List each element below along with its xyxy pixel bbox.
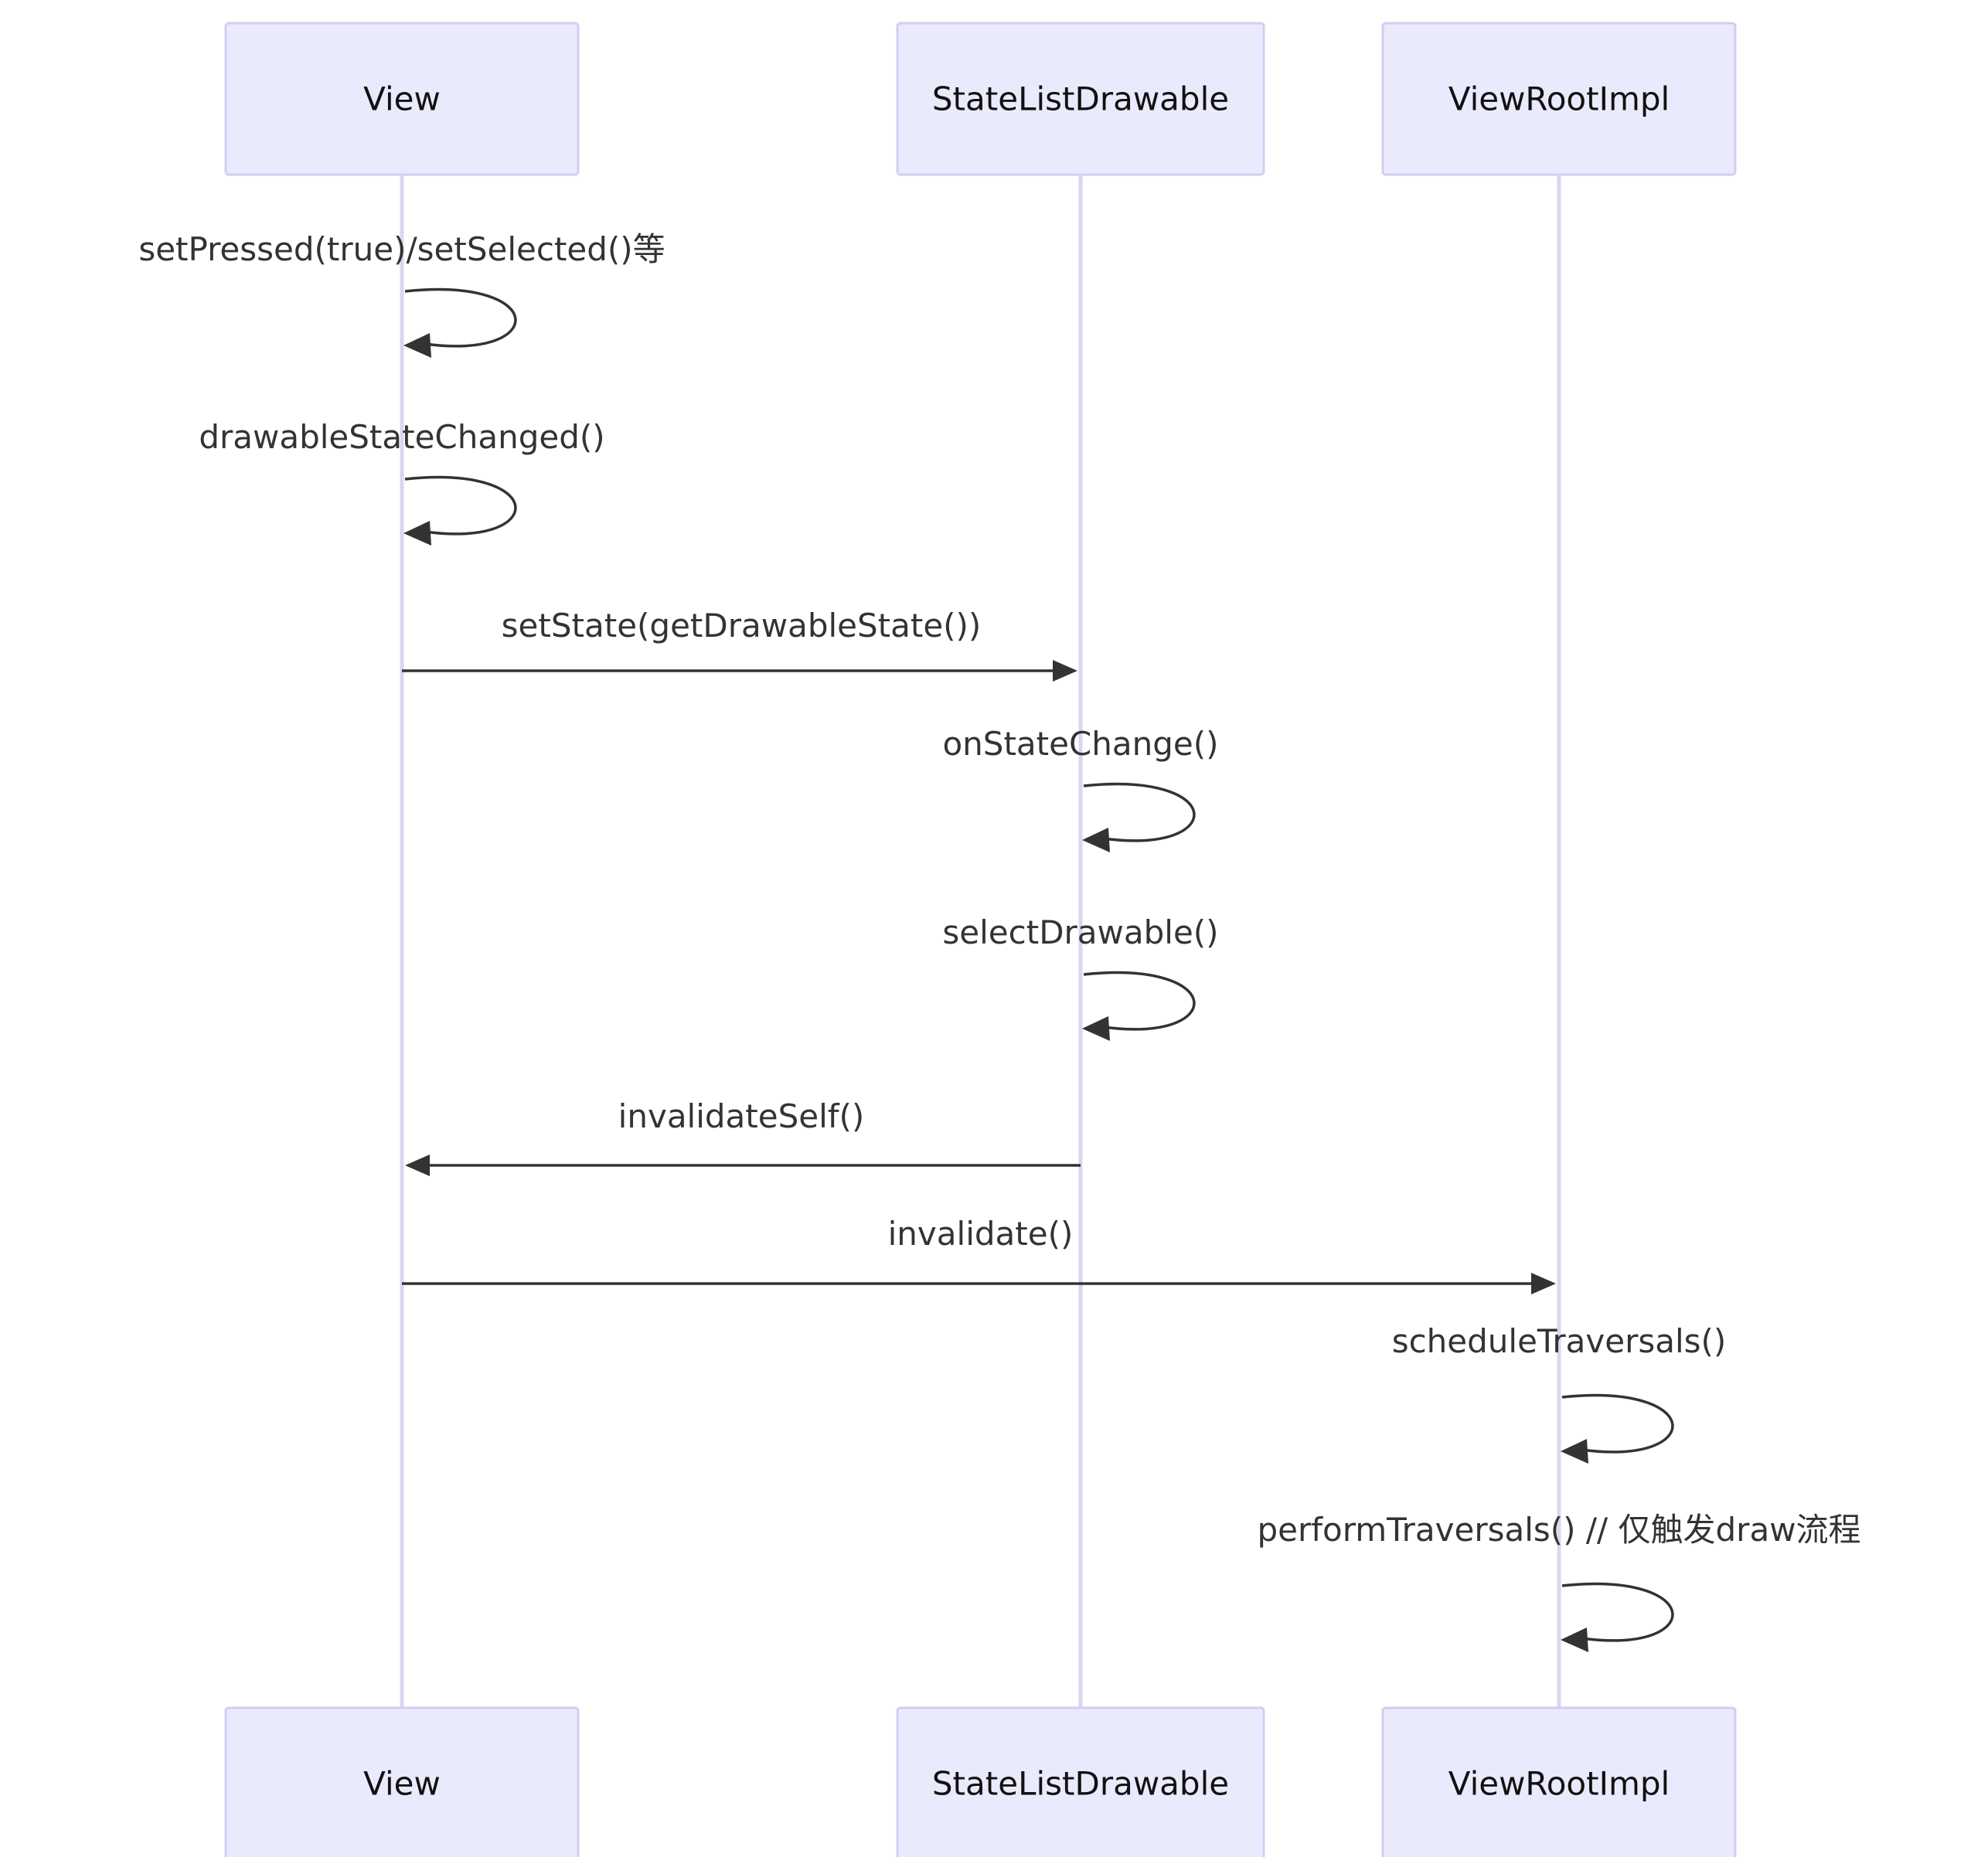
self-call-loop — [1083, 971, 1196, 1031]
participant-view-top: View — [224, 22, 580, 176]
message-label: setState(getDrawableState()) — [502, 607, 982, 645]
arrowhead — [403, 521, 431, 546]
message-label: scheduleTraversals() — [1392, 1322, 1727, 1360]
message-label: selectDrawable() — [942, 913, 1218, 951]
message-5: selectDrawable() — [942, 913, 1219, 1041]
participant-label: StateListDrawable — [932, 80, 1229, 118]
message-9: performTraversals() // 仅触发draw流程 — [1257, 1511, 1861, 1652]
message-label: invalidate() — [888, 1215, 1074, 1253]
participant-vri-top: ViewRootImpl — [1381, 22, 1737, 176]
participant-sld-bottom: StateListDrawable — [896, 1706, 1265, 1857]
message-label: onStateChange() — [942, 725, 1218, 763]
participant-label: ViewRootImpl — [1448, 80, 1670, 118]
message-1: setPressed(true)/setSelected()等 — [138, 230, 666, 358]
message-label: drawableStateChanged() — [199, 418, 604, 456]
participant-box — [1381, 22, 1737, 176]
participant-label: ViewRootImpl — [1448, 1765, 1670, 1803]
self-call-loop — [1561, 1582, 1674, 1642]
participant-box — [1381, 1706, 1737, 1857]
arrowhead — [1082, 828, 1110, 852]
participant-box — [224, 22, 580, 176]
arrowhead — [1531, 1273, 1556, 1294]
arrowhead — [405, 1155, 430, 1176]
participant-label: StateListDrawable — [932, 1765, 1229, 1803]
arrowhead — [1053, 660, 1077, 682]
arrowhead — [1082, 1016, 1110, 1041]
message-8: scheduleTraversals() — [1392, 1322, 1727, 1464]
self-call-loop — [404, 475, 517, 536]
message-3: setState(getDrawableState()) — [402, 607, 1077, 682]
participants-bottom: View StateListDrawable ViewRootImpl — [224, 1706, 1737, 1857]
participant-box — [896, 1706, 1265, 1857]
participant-box — [896, 22, 1265, 176]
participants-top: View StateListDrawable ViewRootImpl — [224, 22, 1737, 176]
lifelines — [400, 175, 1561, 1708]
participant-box — [224, 1706, 580, 1857]
message-label: setPressed(true)/setSelected()等 — [138, 230, 665, 268]
self-call-loop — [404, 287, 517, 348]
participant-view-bottom: View — [224, 1706, 580, 1857]
message-label: performTraversals() // 仅触发draw流程 — [1257, 1511, 1860, 1549]
participant-label: View — [363, 1765, 441, 1803]
arrowhead — [403, 333, 431, 358]
message-2: drawableStateChanged() — [199, 418, 605, 546]
message-6: invalidateSelf() — [405, 1097, 1081, 1176]
message-7: invalidate() — [402, 1215, 1556, 1294]
messages: setPressed(true)/setSelected()等 drawableS… — [138, 230, 1861, 1652]
participant-sld-top: StateListDrawable — [896, 22, 1265, 176]
arrowhead — [1561, 1627, 1588, 1652]
message-4: onStateChange() — [942, 725, 1219, 852]
message-label: invalidateSelf() — [618, 1097, 865, 1135]
self-call-loop — [1083, 782, 1196, 842]
self-call-loop — [1561, 1393, 1674, 1454]
participant-vri-bottom: ViewRootImpl — [1381, 1706, 1737, 1857]
participant-label: View — [363, 80, 441, 118]
arrowhead — [1561, 1439, 1588, 1464]
